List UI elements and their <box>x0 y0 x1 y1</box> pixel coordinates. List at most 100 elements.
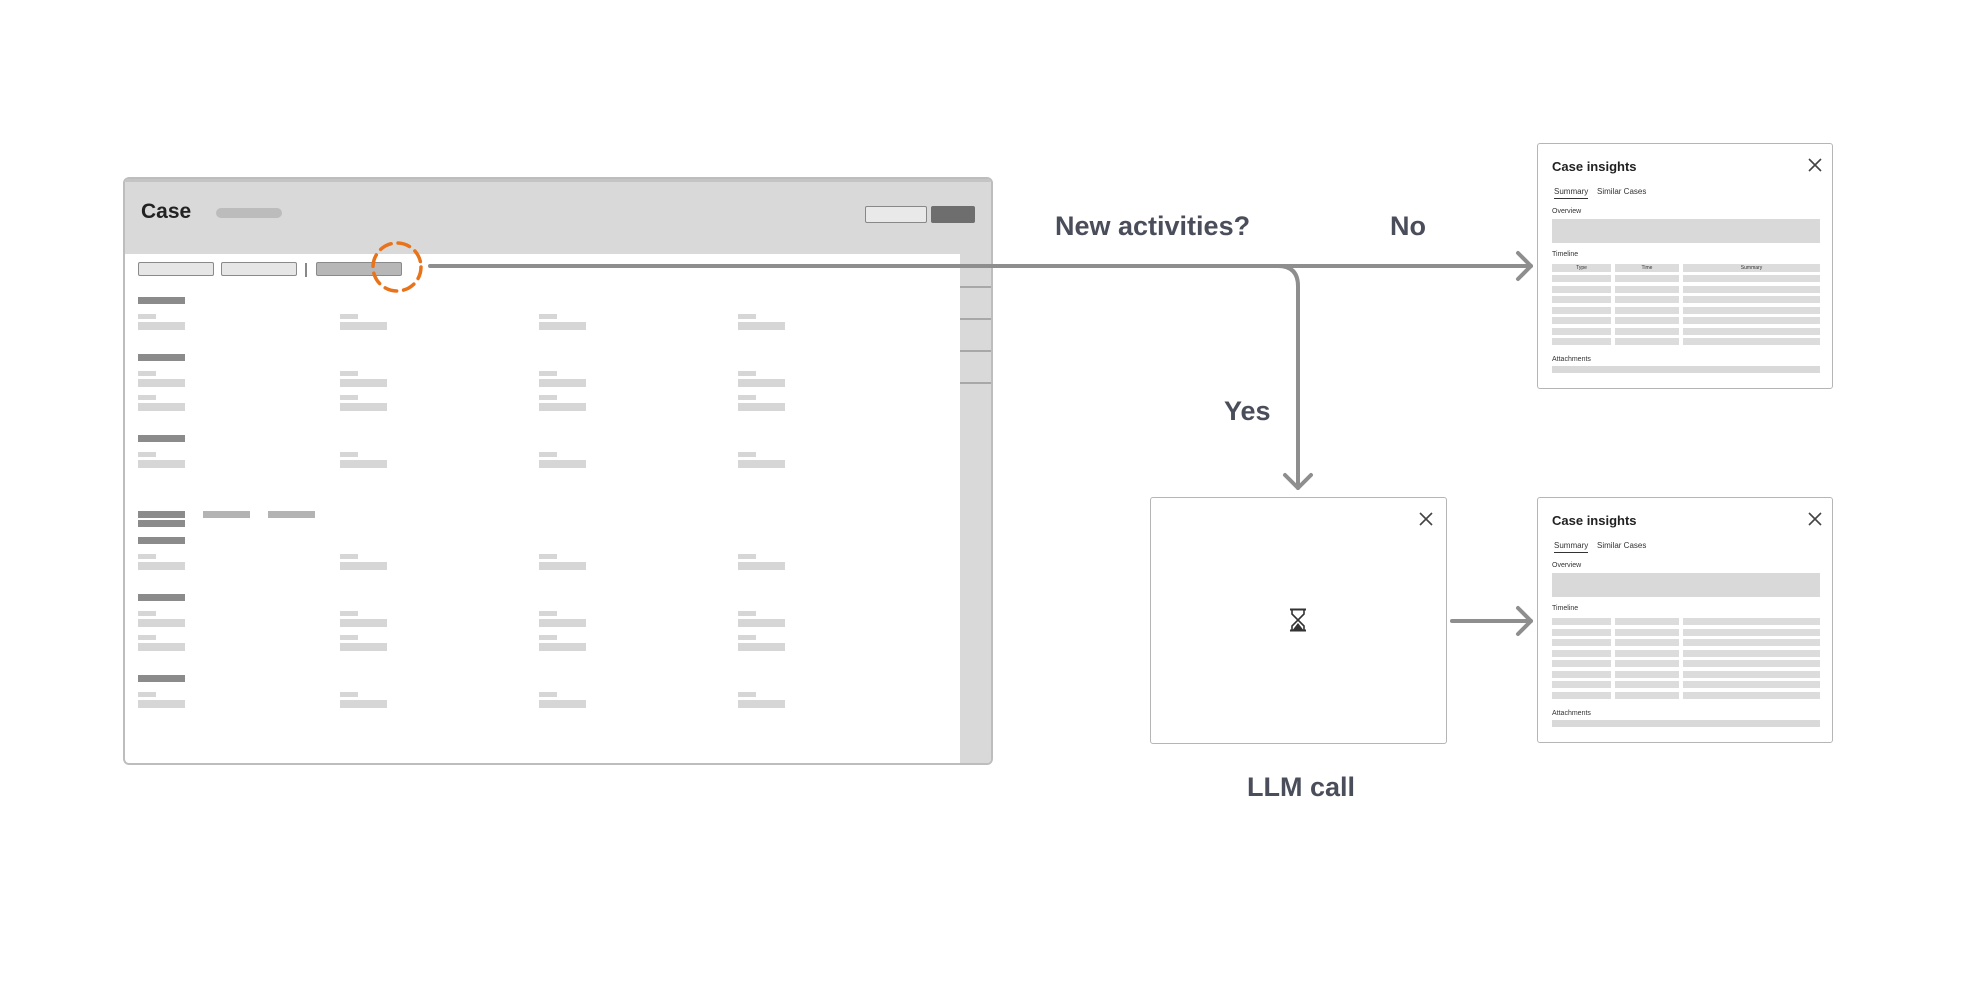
field-label-placeholder <box>539 452 557 457</box>
field-value-placeholder <box>738 403 785 411</box>
field-label-placeholder <box>738 452 756 457</box>
timeline-cell-placeholder <box>1552 285 1611 293</box>
timeline-cell-placeholder <box>1683 639 1820 646</box>
timeline-cell-placeholder <box>1552 306 1611 314</box>
field-value-placeholder <box>138 643 185 651</box>
field-value-placeholder <box>340 619 387 627</box>
section-heading-placeholder <box>138 354 185 361</box>
field-label-placeholder <box>738 692 756 697</box>
section-heading-placeholder <box>138 435 185 442</box>
timeline-cell-placeholder <box>1683 681 1820 688</box>
no-label: No <box>1390 211 1426 241</box>
attachments-label: Attachments <box>1552 356 1591 363</box>
timeline-cell-placeholder <box>1683 338 1820 345</box>
timeline-cell-placeholder <box>1615 670 1679 678</box>
field-value-placeholder <box>738 643 785 651</box>
timeline-cell-placeholder <box>1615 285 1679 293</box>
field-label-placeholder <box>138 611 156 616</box>
field-value-placeholder <box>340 322 387 330</box>
field-value-placeholder <box>340 643 387 651</box>
field-label-placeholder <box>138 692 156 697</box>
timeline-cell-placeholder <box>1683 296 1820 303</box>
timeline-label: Timeline <box>1552 605 1579 612</box>
timeline-cell-placeholder <box>1683 691 1820 699</box>
field-value-placeholder <box>539 322 586 330</box>
toolbar-button-1[interactable] <box>138 262 214 276</box>
section-heading-placeholder <box>138 675 185 682</box>
field-value-placeholder <box>340 562 387 570</box>
timeline-cell-placeholder <box>1552 649 1611 657</box>
timeline-cell-placeholder <box>1683 306 1820 314</box>
field-label-placeholder <box>539 611 557 616</box>
timeline-cell-placeholder <box>1552 691 1611 699</box>
field-label-placeholder <box>340 692 358 697</box>
field-label-placeholder <box>340 635 358 640</box>
field-label-placeholder <box>539 314 557 319</box>
field-label-placeholder <box>738 611 756 616</box>
timeline-cell-placeholder <box>1552 317 1611 324</box>
toolbar-button-2[interactable] <box>221 262 297 276</box>
timeline-cell-placeholder <box>1615 338 1679 345</box>
rail-separator <box>960 286 991 288</box>
field-label-placeholder <box>539 554 557 559</box>
timeline-cell-placeholder <box>1683 275 1820 282</box>
case-header: Case <box>125 179 991 254</box>
field-label-placeholder <box>138 452 156 457</box>
timeline-header-type: Type <box>1552 264 1611 272</box>
attachments-placeholder <box>1552 366 1820 373</box>
field-value-placeholder <box>138 460 185 468</box>
timeline-header-time: Time <box>1615 264 1679 272</box>
case-insights-button[interactable] <box>316 262 402 276</box>
field-value-placeholder <box>738 619 785 627</box>
panel-title: Case insights <box>1552 159 1637 174</box>
timeline-cell-placeholder <box>1552 639 1611 646</box>
tab-similar-cases[interactable]: Similar Cases <box>1597 541 1647 550</box>
case-insights-panel-refreshed: Case insights Summary Similar Cases Over… <box>1537 497 1833 743</box>
field-value-placeholder <box>539 700 586 708</box>
field-value-placeholder <box>738 700 785 708</box>
field-value-placeholder <box>539 403 586 411</box>
timeline-cell-placeholder <box>1552 628 1611 636</box>
tab-summary[interactable]: Summary <box>1554 541 1589 553</box>
timeline-cell-placeholder <box>1552 670 1611 678</box>
field-label-placeholder <box>539 395 557 400</box>
field-value-placeholder <box>138 562 185 570</box>
hourglass-icon <box>1290 608 1306 632</box>
timeline-cell-placeholder <box>1552 660 1611 667</box>
panel-title: Case insights <box>1552 513 1637 528</box>
field-value-placeholder <box>340 379 387 387</box>
timeline-cell-placeholder <box>1615 660 1679 667</box>
field-label-placeholder <box>738 314 756 319</box>
secondary-button-placeholder[interactable] <box>865 206 927 223</box>
field-label-placeholder <box>138 395 156 400</box>
close-icon[interactable] <box>1808 512 1822 526</box>
timeline-cell-placeholder <box>1683 618 1820 625</box>
field-value-placeholder <box>539 619 586 627</box>
timeline-cell-placeholder <box>1552 338 1611 345</box>
close-icon[interactable] <box>1419 512 1433 526</box>
no-arrowhead <box>1516 251 1533 281</box>
primary-button-placeholder[interactable] <box>931 206 975 223</box>
tab-similar-cases[interactable]: Similar Cases <box>1597 187 1647 196</box>
field-label-placeholder <box>738 635 756 640</box>
timeline-cell-placeholder <box>1683 317 1820 324</box>
close-icon[interactable] <box>1808 158 1822 172</box>
timeline-cell-placeholder <box>1615 628 1679 636</box>
field-label-placeholder <box>138 635 156 640</box>
tab-placeholder <box>203 511 250 518</box>
tab-summary[interactable]: Summary <box>1554 187 1589 199</box>
case-window-mockup: Case <box>123 177 993 765</box>
field-value-placeholder <box>138 619 185 627</box>
section-heading-placeholder <box>138 537 185 544</box>
case-insights-panel-cached: Case insights Summary Similar Cases Over… <box>1537 143 1833 389</box>
timeline-cell-placeholder <box>1552 296 1611 303</box>
field-value-placeholder <box>738 562 785 570</box>
field-value-placeholder <box>138 403 185 411</box>
result-arrowhead <box>1516 606 1533 636</box>
timeline-cell-placeholder <box>1615 691 1679 699</box>
timeline-cell-placeholder <box>1615 306 1679 314</box>
field-label-placeholder <box>539 371 557 376</box>
overview-label: Overview <box>1552 208 1582 215</box>
timeline-cell-placeholder <box>1615 618 1679 625</box>
